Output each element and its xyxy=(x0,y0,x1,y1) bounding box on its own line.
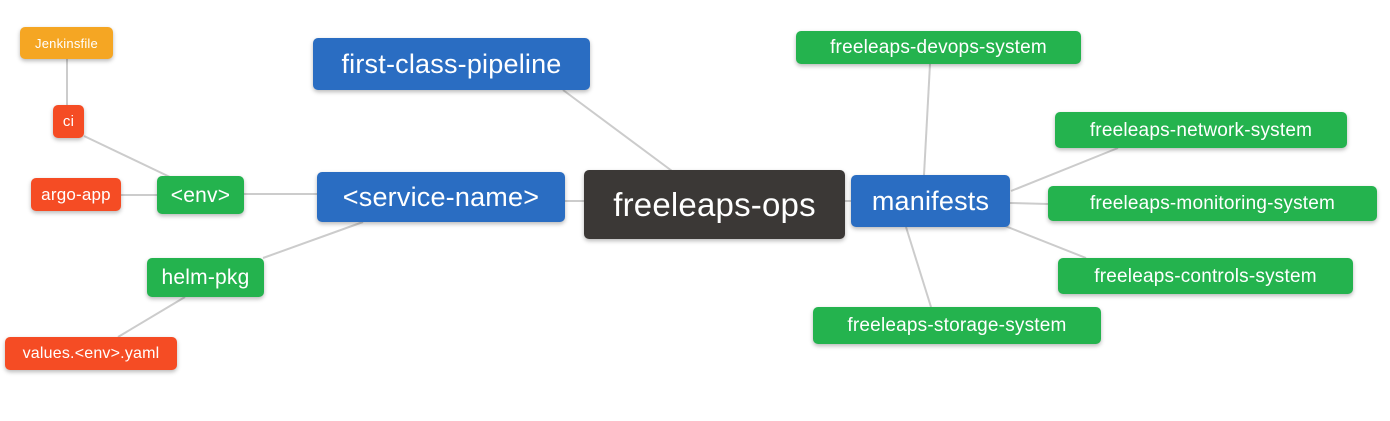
node-freeleaps-storage-system[interactable]: freeleaps-storage-system xyxy=(813,307,1101,344)
node-freeleaps-ops-root[interactable]: freeleaps-ops xyxy=(584,170,845,239)
node-service-name[interactable]: <service-name> xyxy=(317,172,565,222)
node-argo-app[interactable]: argo-app xyxy=(31,178,121,211)
edge-manifests-to-freeleaps-storage-system xyxy=(905,226,932,308)
node-jenkinsfile[interactable]: Jenkinsfile xyxy=(20,27,113,59)
edge-manifests-to-freeleaps-network-system xyxy=(1010,147,1119,192)
node-freeleaps-controls-system[interactable]: freeleaps-controls-system xyxy=(1058,258,1353,294)
node-manifests[interactable]: manifests xyxy=(851,175,1010,227)
edge-manifests-to-freeleaps-controls-system xyxy=(999,223,1087,259)
node-freeleaps-network-system[interactable]: freeleaps-network-system xyxy=(1055,112,1347,148)
edge-freeleaps-devops-system-to-manifests xyxy=(923,63,931,176)
node-ci[interactable]: ci xyxy=(53,105,84,138)
node-first-class-pipeline[interactable]: first-class-pipeline xyxy=(313,38,590,90)
edge-manifests-to-freeleaps-monitoring-system xyxy=(1009,202,1049,205)
node-values-env-yaml[interactable]: values.<env>.yaml xyxy=(5,337,177,370)
node-freeleaps-monitoring-system[interactable]: freeleaps-monitoring-system xyxy=(1048,186,1377,221)
edge-first-class-pipeline-to-freeleaps-ops xyxy=(562,89,673,172)
node-env[interactable]: <env> xyxy=(157,176,244,214)
node-freeleaps-devops-system[interactable]: freeleaps-devops-system xyxy=(796,31,1081,64)
edge-service-name-to-helm-pkg xyxy=(262,221,364,259)
edge-helm-pkg-to-values-env-yaml xyxy=(117,296,186,338)
node-helm-pkg[interactable]: helm-pkg xyxy=(147,258,264,297)
edge-ci-to-env xyxy=(83,135,173,179)
